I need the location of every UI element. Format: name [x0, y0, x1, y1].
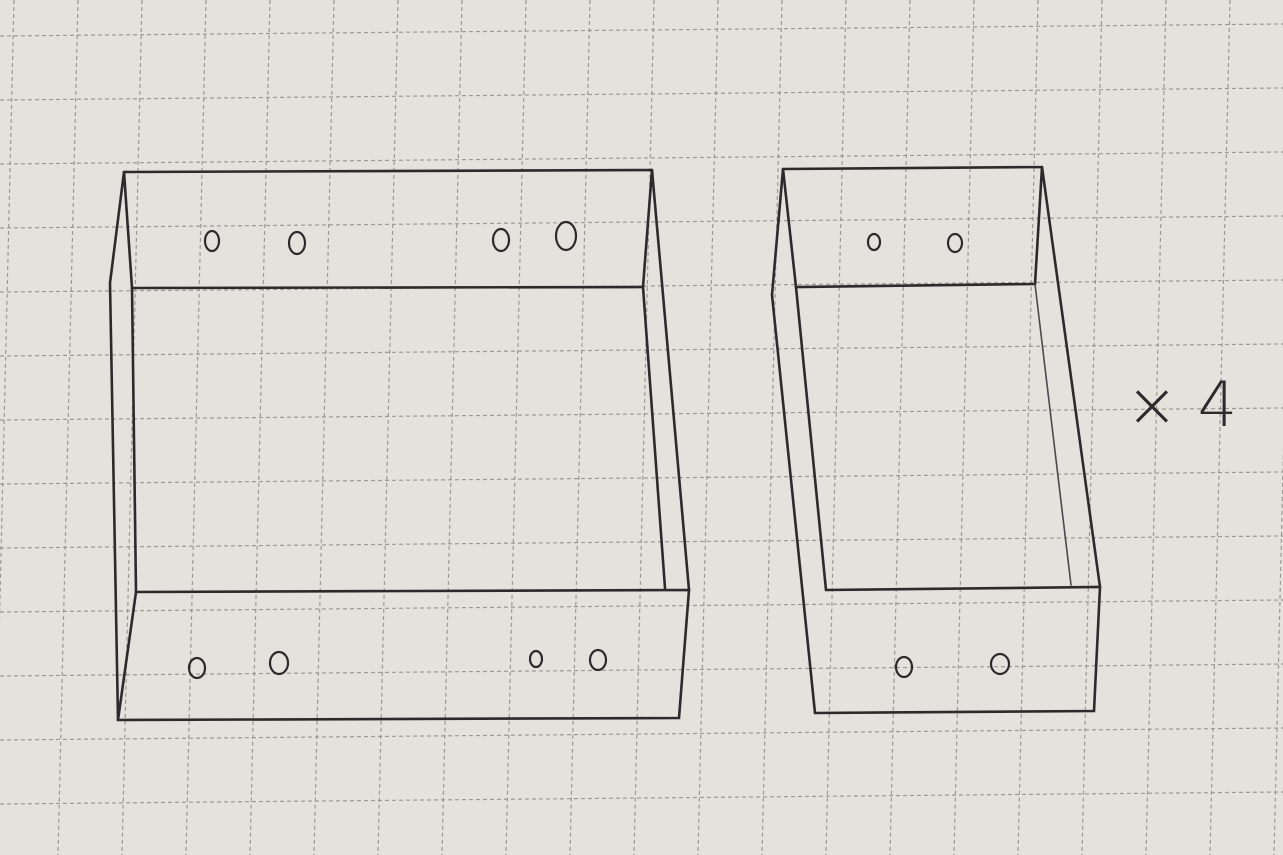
grid-line-vertical: [1081, 0, 1103, 855]
grid-line-horizontal: [0, 535, 1283, 549]
small-tray-right-edges: [1040, 165, 1102, 589]
hole: [287, 230, 307, 256]
grid-line-vertical: [761, 0, 783, 855]
small-tray-left-edges: [770, 167, 828, 715]
grid-line-vertical: [1017, 0, 1039, 855]
grid-line-horizontal: [0, 791, 1283, 805]
grid-line-horizontal: [0, 87, 1283, 101]
grid-line-horizontal: [0, 407, 1283, 421]
grid-line-vertical: [121, 0, 143, 855]
grid-line-horizontal: [0, 727, 1283, 741]
large-tray-left-edges: [108, 170, 138, 722]
small-tray-drawing: [770, 165, 1102, 715]
grid-line-horizontal: [0, 279, 1283, 293]
large-tray-bottom-holes: [187, 648, 608, 680]
hole: [187, 656, 207, 680]
large-tray-drawing: [108, 168, 691, 722]
hole: [946, 232, 964, 254]
grid-line-horizontal: [0, 151, 1283, 165]
grid-line-vertical: [1145, 0, 1167, 855]
small-tray-inner-edge: [1034, 283, 1072, 586]
grid-line-vertical: [889, 0, 911, 855]
large-tray-top-flange: [122, 168, 654, 290]
grid-line-vertical: [569, 0, 591, 855]
grid-line-vertical: [313, 0, 335, 855]
large-tray-top-holes: [203, 220, 578, 256]
grid-line-vertical: [697, 0, 719, 855]
large-tray-right-edges: [641, 168, 691, 592]
grid-line-vertical: [825, 0, 847, 855]
hole: [989, 652, 1011, 676]
small-tray-bottom-holes: [894, 652, 1011, 679]
large-tray-bottom-flange: [116, 588, 691, 722]
grid-line-vertical: [0, 0, 15, 625]
hole: [203, 229, 221, 253]
grid-line-vertical: [249, 0, 271, 855]
grid-line-horizontal: [0, 343, 1283, 357]
grid-line-horizontal: [0, 215, 1283, 229]
hole: [554, 220, 578, 252]
small-tray-top-holes: [866, 232, 964, 254]
hole: [866, 232, 882, 252]
grid-line-vertical: [57, 0, 79, 855]
grid-line-vertical: [1209, 0, 1231, 855]
hole: [528, 649, 544, 669]
hole: [268, 650, 290, 676]
small-tray-top-flange: [781, 165, 1044, 289]
grid-line-vertical: [953, 0, 975, 855]
grid-line-vertical: [633, 0, 655, 855]
grid-line-horizontal: [0, 599, 1283, 613]
grid-line-vertical: [377, 0, 399, 855]
grid-line-horizontal: [0, 23, 1283, 37]
hole: [588, 648, 608, 672]
grid-line-vertical: [441, 0, 463, 855]
grid-line-horizontal: [0, 471, 1283, 485]
grid-line-vertical: [185, 0, 207, 855]
quantity-label: × 4: [1126, 368, 1237, 441]
grid-line-horizontal: [0, 663, 1283, 677]
small-tray-bottom-flange: [813, 585, 1102, 715]
hole: [894, 655, 914, 679]
hole: [491, 227, 511, 253]
grid-line-vertical: [505, 0, 527, 855]
